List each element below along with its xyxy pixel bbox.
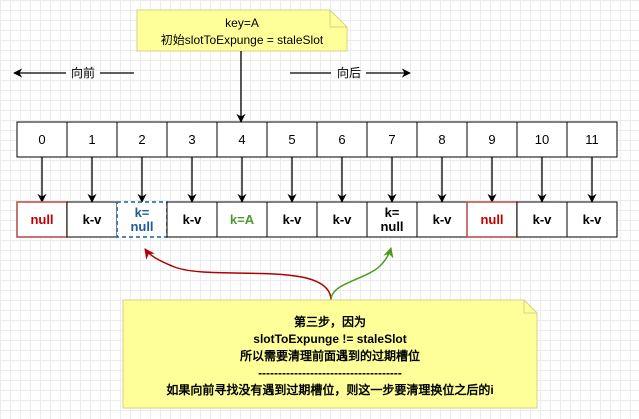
green-curve-arrow <box>330 246 394 301</box>
entry-cell: k=A <box>216 201 268 238</box>
index-label: 4 <box>238 132 245 147</box>
bottom-note-line3: 所以需要清理前面遇到的过期槽位 <box>240 348 420 363</box>
entry-cell: k=null <box>116 201 168 238</box>
red-curve-arrow <box>144 248 332 301</box>
bottom-note-line2: slotToExpunge != staleSlot <box>253 332 406 346</box>
index-cell-box <box>516 121 568 158</box>
forward-direction: 向后 <box>290 65 411 80</box>
entry-cell-box <box>216 201 268 238</box>
backward-direction: 向前 <box>13 65 134 80</box>
bottom-note-separator: ------------------------------------ <box>258 366 402 380</box>
slot-arrows <box>37 157 597 203</box>
entry-label: null <box>480 212 503 227</box>
index-row: 0 1 2 3 4 5 6 7 8 9 10 11 <box>16 121 618 158</box>
entry-cell-box <box>166 201 218 238</box>
entry-label: k-v <box>333 212 353 227</box>
index-cell: 10 <box>516 121 568 158</box>
index-label: 2 <box>138 132 145 147</box>
index-cell: 8 <box>416 121 468 158</box>
entry-cell: k=null <box>366 201 418 238</box>
index-cell-box <box>416 121 468 158</box>
entry-cell-box <box>116 201 168 238</box>
entry-cell-box <box>566 201 618 238</box>
entry-cell: k-v <box>66 201 118 238</box>
entry-label: k-v <box>583 212 603 227</box>
index-label: 9 <box>488 132 495 147</box>
entry-cell-box <box>516 201 568 238</box>
index-label: 3 <box>188 132 195 147</box>
entry-label: k-v <box>183 212 203 227</box>
entry-label: k-v <box>433 212 453 227</box>
index-label: 6 <box>338 132 345 147</box>
entry-cell: k-v <box>516 201 568 238</box>
index-cell: 9 <box>466 121 518 158</box>
index-label: 8 <box>438 132 445 147</box>
index-label: 0 <box>38 132 45 147</box>
top-note-line1: key=A <box>225 16 259 30</box>
backward-label: 向前 <box>71 65 95 80</box>
index-label: 5 <box>288 132 295 147</box>
index-label: 1 <box>88 132 95 147</box>
index-cell: 5 <box>266 121 318 158</box>
index-cell: 3 <box>166 121 218 158</box>
entry-cell: null <box>16 201 68 238</box>
index-cell: 11 <box>566 121 618 158</box>
entry-label: k=A <box>230 212 255 227</box>
index-label: 7 <box>388 132 395 147</box>
entry-label: k=null <box>380 205 403 234</box>
bottom-note: 第三步，因为 slotToExpunge != staleSlot 所以需要清理… <box>122 299 538 409</box>
top-note: key=A 初始slotToExpunge = staleSlot <box>136 9 348 52</box>
entry-cell: k-v <box>166 201 218 238</box>
entry-label: k-v <box>533 212 553 227</box>
entry-cell: k-v <box>266 201 318 238</box>
index-cell-box <box>16 121 68 158</box>
entry-cell-box <box>366 201 418 238</box>
entry-cell: null <box>466 201 518 238</box>
index-label: 10 <box>535 132 549 147</box>
entry-label: k-v <box>283 212 303 227</box>
entry-cell: k-v <box>316 201 368 238</box>
index-cell: 0 <box>16 121 68 158</box>
bottom-note-line1: 第三步，因为 <box>294 314 366 329</box>
index-label: 11 <box>585 132 599 147</box>
index-cell-box <box>116 121 168 158</box>
entry-cell-box <box>266 201 318 238</box>
entry-cell: k-v <box>566 201 618 238</box>
index-cell: 4 <box>216 121 268 158</box>
entry-cell: k-v <box>416 201 468 238</box>
index-cell: 2 <box>116 121 168 158</box>
entry-label: null <box>30 212 53 227</box>
entry-cell-box <box>316 201 368 238</box>
entry-label: k=null <box>130 205 153 234</box>
entry-row: null k-v k=null k-v k=A k-v k-v k=null k-v null k-… <box>16 201 618 238</box>
bottom-note-line4: 如果向前寻找没有遇到过期槽位，则这一步要清理换位之后的i <box>166 382 493 397</box>
entry-label: k-v <box>83 212 103 227</box>
index-cell: 7 <box>366 121 418 158</box>
top-note-line2: 初始slotToExpunge = staleSlot <box>161 33 324 47</box>
index-cell-box <box>316 121 368 158</box>
forward-label: 向后 <box>337 65 361 80</box>
index-cell-box <box>566 121 618 158</box>
entry-cell-box <box>416 201 468 238</box>
index-cell: 6 <box>316 121 368 158</box>
index-cell: 1 <box>66 121 118 158</box>
index-cell-box <box>216 121 268 158</box>
